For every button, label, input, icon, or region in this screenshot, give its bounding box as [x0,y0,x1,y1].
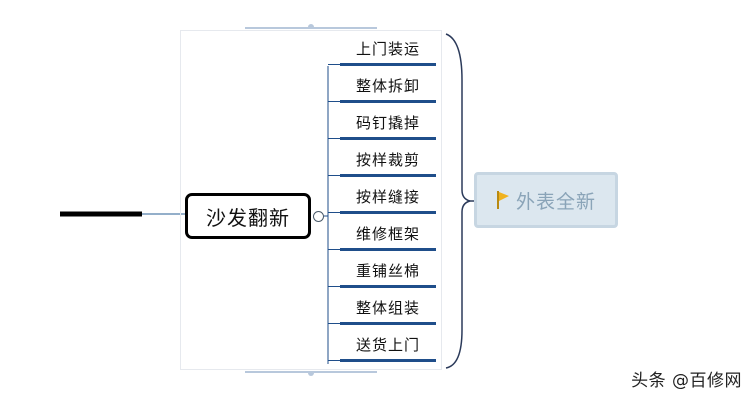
subtopic-label: 按样缝接 [355,187,420,206]
subtopic-node[interactable]: 整体拆卸 [340,70,436,103]
collapse-toggle[interactable] [313,211,324,222]
summary-topic[interactable]: 外表全新 [474,172,618,228]
subtopic-node[interactable]: 维修框架 [340,218,436,251]
selection-handle-top-dot[interactable] [308,24,314,28]
subtopic-node[interactable]: 按样缝接 [340,181,436,214]
subtopic-node[interactable]: 整体组装 [340,292,436,325]
subtopic-label: 整体拆卸 [355,76,420,95]
selection-box [180,30,442,370]
subtopic-label: 整体组装 [355,298,420,317]
subtopic-label: 按样裁剪 [355,150,420,169]
summary-brace [445,33,471,369]
subtopic-node[interactable]: 码钉撬掉 [340,107,436,140]
subtopic-label: 送货上门 [355,335,420,354]
selection-handle-top[interactable] [245,27,377,29]
watermark: 头条 @百修网 [631,371,742,391]
root-topic-label: 沙发翻新 [206,205,290,230]
subtopic-node[interactable]: 上门装运 [340,33,436,66]
subtopic-label: 上门装运 [355,39,420,58]
subtopic-node[interactable]: 重铺丝棉 [340,255,436,288]
branch-stubs [328,64,340,361]
subtopic-label: 维修框架 [355,224,420,243]
subtopic-label: 码钉撬掉 [355,113,420,132]
subtopic-node[interactable]: 送货上门 [340,329,436,362]
root-topic[interactable]: 沙发翻新 [185,193,311,239]
flag-icon [496,190,510,210]
summary-topic-label: 外表全新 [515,190,596,213]
subtopic-node[interactable]: 按样裁剪 [340,144,436,177]
subtopic-label: 重铺丝棉 [355,261,420,280]
